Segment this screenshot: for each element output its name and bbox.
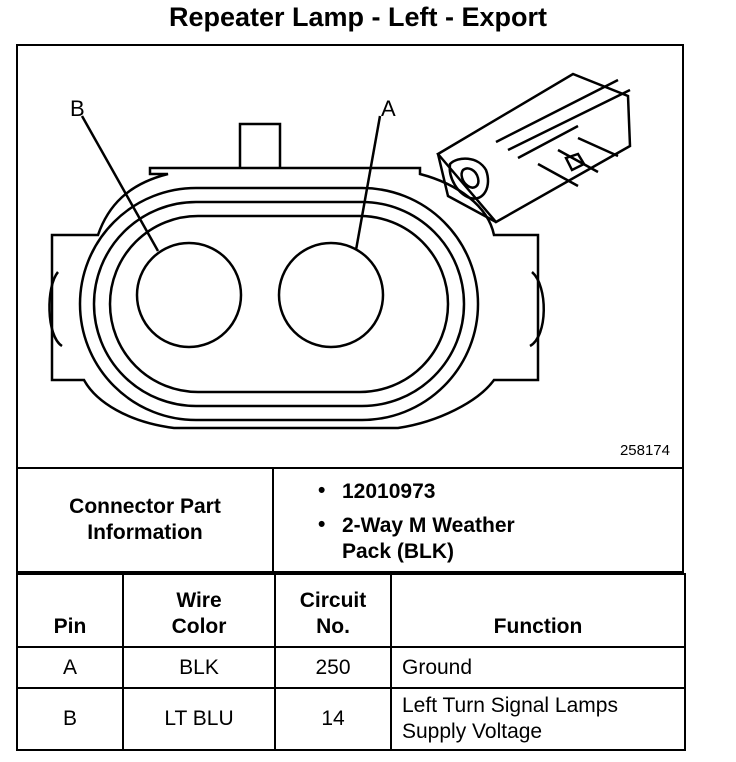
bullet-icon: • [318,479,326,502]
part-number: 12010973 [342,480,436,503]
cell-function-line1: Ground [402,655,473,679]
header-circuit-line2: No. [316,615,350,638]
header-circuit-line1: Circuit [299,589,367,612]
connector-face-drawing: B A [48,72,632,430]
cell-wire-color: LT BLU [122,687,276,751]
header-wire-color: Wire Color [122,573,276,648]
cell-function: Ground [390,646,686,689]
connector-info-label: Connector Part Information [18,469,274,571]
cell-circuit: 250 [274,646,392,689]
table-row: B LT BLU 14 Left Turn Signal Lamps Suppl… [16,687,686,751]
cell-wire-color: BLK [122,646,276,689]
connector-info-values: • 12010973 • 2-Way M Weather Pack (BLK) [274,469,682,571]
connector-info-section: Connector Part Information • 12010973 • … [16,469,684,573]
pin-b-label: B [70,96,85,121]
cell-function: Left Turn Signal Lamps Supply Voltage [390,687,686,751]
figure-number: 258174 [619,442,670,459]
connector-info-label-text: Connector Part Information [69,495,221,544]
page-title: Repeater Lamp - Left - Export [168,2,548,32]
connector-figure: B A 258174 [16,44,684,469]
pinout-table: Pin Wire Color Circuit No. Function A BL… [16,573,686,751]
header-wire-color-line2: Color [171,615,227,638]
cell-circuit: 14 [274,687,392,751]
header-function: Function [390,573,686,648]
cell-function-line1: Left Turn Signal Lamps [402,694,618,717]
bullet-icon: • [318,513,326,536]
table-header-row: Pin Wire Color Circuit No. Function [16,573,686,648]
cell-function-line2: Supply Voltage [402,720,543,743]
table-row: A BLK 250 Ground [16,646,686,689]
header-wire-color-line1: Wire [176,589,222,612]
cell-pin: A [16,646,124,689]
header-circuit: Circuit No. [274,573,392,648]
cell-pin: B [16,687,124,751]
pin-a-label: A [381,96,396,121]
connector-description-line2: Pack (BLK) [342,540,455,563]
header-pin: Pin [16,573,124,648]
connector-description-line1: 2-Way M Weather [342,514,515,537]
